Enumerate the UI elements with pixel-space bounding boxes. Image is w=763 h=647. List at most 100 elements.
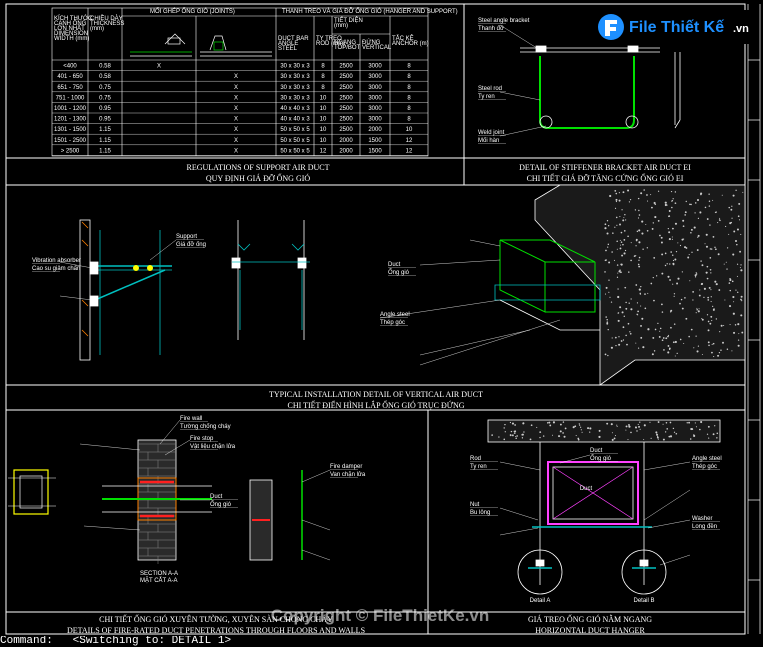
table-cell: 10 bbox=[320, 138, 327, 144]
table-cell: 2500 bbox=[339, 74, 353, 80]
annotation-label: Nut bbox=[470, 502, 480, 508]
table-cell: 50 x 50 x 5 bbox=[280, 148, 310, 154]
annotation-label: Washer bbox=[692, 516, 712, 522]
annotation-label: Fire stop bbox=[190, 436, 214, 442]
annotation-label: Ống gió bbox=[210, 501, 232, 508]
table-cell: 3000 bbox=[368, 64, 382, 70]
title-firerated-en: DETAILS OF FIRE-RATED DUCT PENETRATIONS … bbox=[67, 626, 365, 635]
table-cell: 2500 bbox=[339, 85, 353, 91]
annotation-label: Fire wall bbox=[180, 416, 202, 422]
annotation-label: Tường chống cháy bbox=[180, 424, 231, 430]
table-cell: 8 bbox=[407, 117, 411, 123]
title-stiffener-en: DETAIL OF STIFFENER BRACKET AIR DUCT EI bbox=[519, 163, 691, 172]
title-hanger-en: HORIZONTAL DUCT HANGER bbox=[535, 626, 645, 635]
filethietke-logo: File Thiết Kế .vn bbox=[595, 10, 755, 44]
title-firerated-vi: CHI TIẾT ỐNG GIÓ XUYÊN TƯỜNG, XUYÊN SÀN … bbox=[99, 614, 333, 624]
duct-center-label: Duct bbox=[580, 486, 593, 492]
table-cell: 1.15 bbox=[99, 148, 111, 154]
annotation-label: Angle steel bbox=[692, 456, 722, 462]
table-cell: 751 - 1000 bbox=[56, 95, 85, 101]
logo-text: File Thiết Kế bbox=[629, 19, 724, 36]
table-cell: 3000 bbox=[368, 106, 382, 112]
table-cell: 12 bbox=[406, 148, 413, 154]
joint-cleat-icon bbox=[200, 35, 272, 57]
table-cell: 8 bbox=[407, 74, 411, 80]
annotation-label: Thép góc bbox=[380, 320, 405, 326]
annotation-label: Cao su giảm chấn bbox=[32, 266, 80, 272]
annotation-label: Weld joint bbox=[478, 130, 505, 136]
table-cell: 40 x 40 x 3 bbox=[280, 106, 310, 112]
command-line[interactable]: Command: <Switching to: DETAIL 1> bbox=[0, 636, 763, 647]
annotation-label: Steel rod bbox=[478, 86, 502, 92]
table-cell: X bbox=[234, 74, 238, 80]
table-cell: X bbox=[234, 148, 238, 154]
table-cell: 30 x 30 x 3 bbox=[280, 64, 310, 70]
title-vertical-vi: CHI TIẾT ĐIỂN HÌNH LẮP ỐNG GIÓ TRỤC ĐỨNG bbox=[287, 400, 464, 410]
logo-domain: .vn bbox=[733, 23, 749, 35]
table-cell: X bbox=[157, 64, 161, 70]
table-cell: 1501 - 2500 bbox=[54, 138, 87, 144]
table-cell: 8 bbox=[321, 85, 325, 91]
title-support-vi: QUY ĐỊNH GIÁ ĐỠ ỐNG GIÓ bbox=[206, 173, 311, 183]
table-cell: 1500 bbox=[368, 148, 382, 154]
table-cell: 8 bbox=[407, 95, 411, 101]
annotation-label: Thanh đỡ bbox=[478, 26, 504, 32]
table-cell: 0.75 bbox=[99, 95, 111, 101]
table-cell: 0.75 bbox=[99, 85, 111, 91]
table-cell: 10 bbox=[320, 106, 327, 112]
title-block bbox=[747, 4, 761, 634]
table-cell: 0.95 bbox=[99, 106, 111, 112]
table-cell: 12 bbox=[406, 138, 413, 144]
table-cell: 10 bbox=[320, 95, 327, 101]
annotation-label: Duct bbox=[388, 262, 401, 268]
annotation-label: Vật liệu chặn lửa bbox=[190, 443, 236, 450]
table-cell: 8 bbox=[407, 85, 411, 91]
table-cell: 2000 bbox=[339, 138, 353, 144]
table-group-header-right: THANH TREO VÀ GIÁ ĐỠ ỐNG GIÓ (HANGER AND… bbox=[282, 8, 458, 15]
annotation-label: Vibration absorber bbox=[32, 258, 81, 264]
annotation-label: Giá đỡ ống bbox=[176, 242, 206, 248]
title-support-en: REGULATIONS OF SUPPORT AIR DUCT bbox=[187, 163, 330, 172]
table-cell: 8 bbox=[321, 74, 325, 80]
annotation-label: Angle steel bbox=[380, 312, 410, 318]
table-col-header: TIẾT DIỆN(mm) bbox=[334, 16, 363, 29]
title-stiffener-vi: CHI TIẾT GIÁ ĐỠ TĂNG CỨNG ỐNG GIÓ EI bbox=[527, 173, 684, 183]
joint-seal-icon bbox=[130, 33, 192, 57]
annotation-label: Bu lông bbox=[470, 510, 490, 516]
table-cell: 3000 bbox=[368, 74, 382, 80]
annotation-label: Support bbox=[176, 234, 197, 240]
table-cell: 10 bbox=[406, 127, 413, 133]
table-cell: 50 x 50 x 5 bbox=[280, 127, 310, 133]
table-cell: 30 x 30 x 3 bbox=[280, 95, 310, 101]
table-cell: 1.15 bbox=[99, 127, 111, 133]
annotation-label: Duct bbox=[210, 494, 223, 500]
annotation-label: Mối hàn bbox=[478, 138, 499, 144]
table-cell: 2000 bbox=[368, 127, 382, 133]
annotation-label: Steel angle bracket bbox=[478, 18, 530, 24]
table-cell: 0.58 bbox=[99, 74, 111, 80]
table-cell: 8 bbox=[407, 64, 411, 70]
table-cell: 3000 bbox=[368, 117, 382, 123]
table-cell: 401 - 650 bbox=[57, 74, 83, 80]
table-cell: 40 x 40 x 3 bbox=[280, 117, 310, 123]
table-cell: 2500 bbox=[339, 95, 353, 101]
annotation-label: Ty ren bbox=[478, 94, 495, 100]
table-cell: <400 bbox=[63, 64, 77, 70]
table-cell: 3000 bbox=[368, 95, 382, 101]
annotation-label: Duct bbox=[590, 448, 603, 454]
annotation-label: Thép góc bbox=[692, 464, 717, 470]
annotation-label: Ty ren bbox=[470, 464, 487, 470]
annotation-label: Van chặn lửa bbox=[330, 471, 366, 478]
table-cell: 2500 bbox=[339, 127, 353, 133]
